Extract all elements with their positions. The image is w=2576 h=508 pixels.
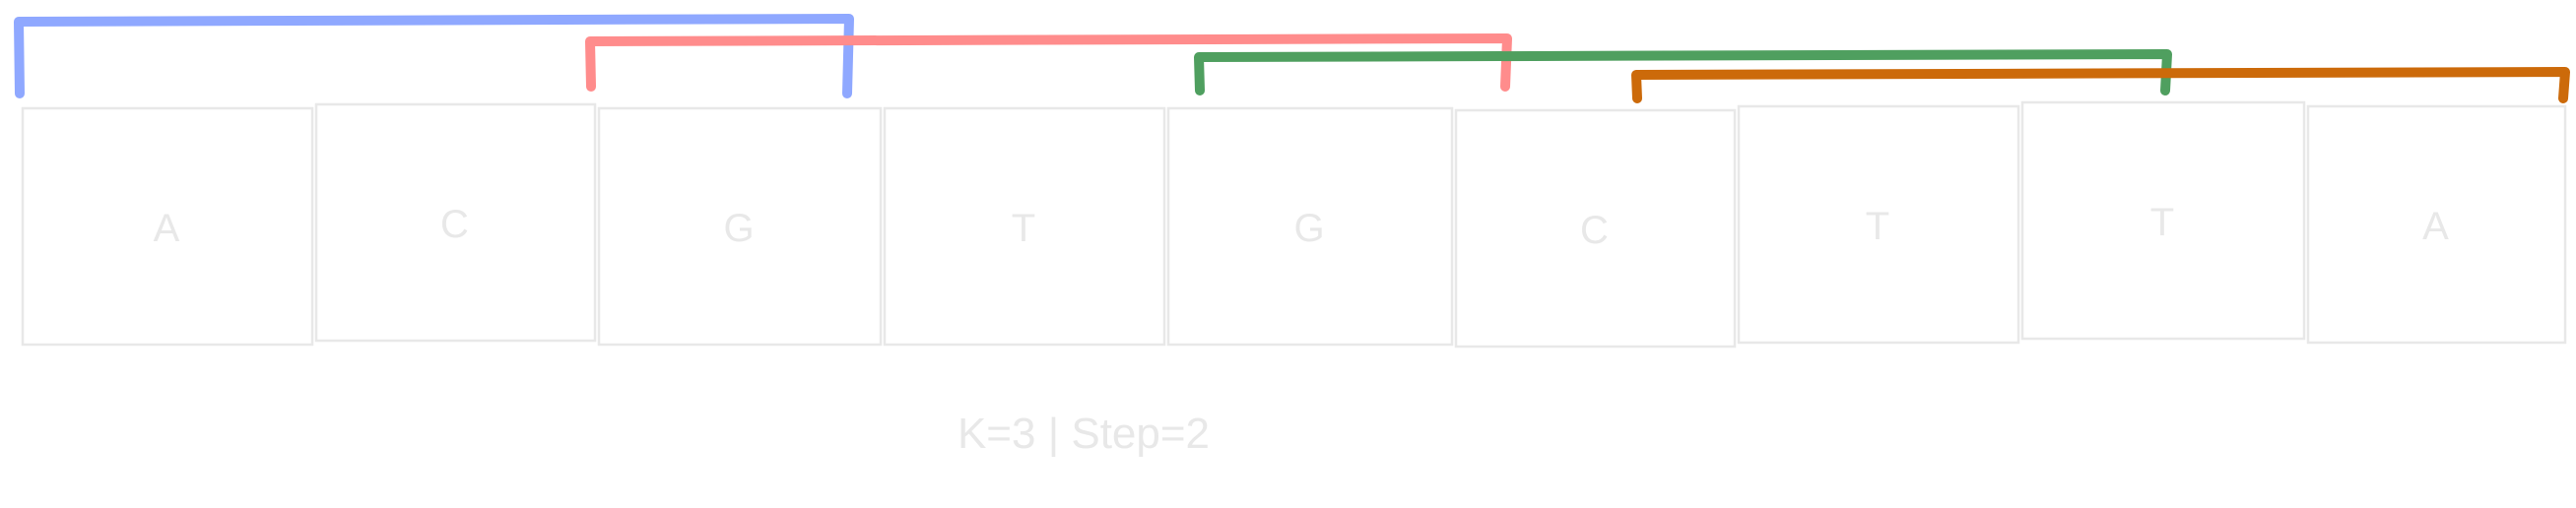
caption: K=3 | Step=2	[958, 410, 1210, 458]
cell-letter: A	[2422, 205, 2449, 248]
cell-box	[2020, 100, 2306, 341]
sequence-cell: A	[2306, 104, 2567, 345]
cell-box	[1454, 108, 1737, 349]
window-brackets	[14, 14, 2570, 103]
window-bracket	[1631, 67, 2570, 103]
sequence-cell: C	[1454, 108, 1737, 349]
window-bracket	[14, 14, 854, 98]
cell-letter: C	[440, 203, 469, 246]
sequence-cell: G	[597, 106, 883, 347]
cell-letter: T	[2150, 201, 2174, 244]
sequence-cell: C	[314, 102, 597, 343]
sequence-cell: A	[21, 106, 314, 347]
sequence-cell: G	[1166, 106, 1454, 347]
cell-box	[21, 106, 314, 347]
cell-box	[2306, 104, 2567, 345]
cell-letter: G	[723, 207, 754, 250]
sequence-cell: T	[1737, 104, 2020, 345]
sequence-cell: T	[883, 106, 1166, 347]
cell-box	[597, 106, 883, 347]
cell-letter: T	[1012, 207, 1035, 250]
cell-letter: T	[1866, 205, 1889, 248]
cell-box	[883, 106, 1166, 347]
sequence-cell: T	[2020, 100, 2306, 341]
cell-letter: A	[154, 207, 180, 250]
cell-box	[1737, 104, 2020, 345]
cell-box	[314, 102, 597, 343]
cell-letter: G	[1293, 207, 1324, 250]
window-bracket	[585, 33, 1512, 92]
cell-letter: C	[1580, 209, 1609, 252]
cell-box	[1166, 106, 1454, 347]
